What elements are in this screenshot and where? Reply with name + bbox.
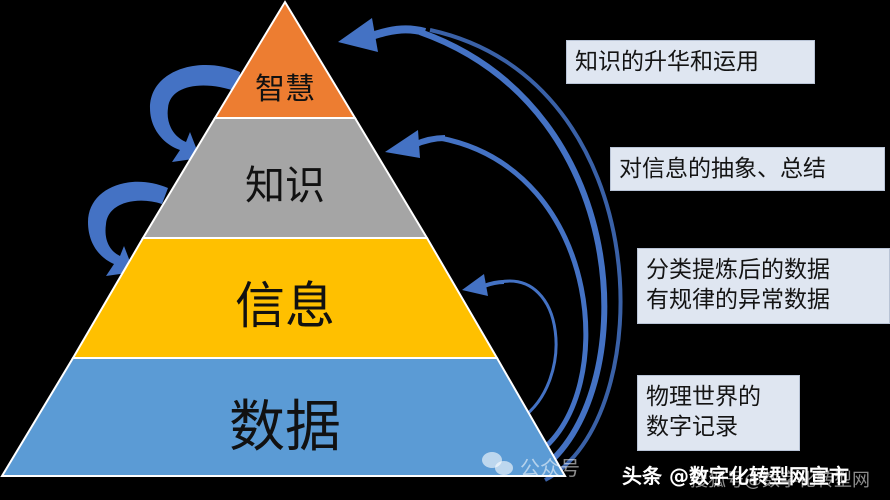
description-information: 分类提炼后的数据 有规律的异常数据 — [637, 248, 890, 324]
layer-label-information: 信息 — [235, 277, 335, 335]
layer-label-wisdom: 智慧 — [255, 72, 315, 107]
arc-to-knowledge — [439, 135, 589, 458]
layer-data — [0, 357, 567, 477]
feedback-arcs — [338, 18, 623, 482]
description-knowledge: 对信息的抽象、总结 — [610, 147, 885, 191]
wechat-icon — [482, 452, 513, 475]
watermark-toutiao: 头条 @数字化转型网宣市 — [622, 464, 849, 488]
pyramid — [0, 0, 567, 477]
arrowhead-information — [462, 274, 488, 296]
description-data: 物理世界的 数字记录 — [637, 375, 800, 451]
arrowhead-wisdom — [338, 18, 378, 52]
arrowhead-knowledge — [385, 130, 420, 158]
curved-arrow-knowledge-to-information — [88, 181, 168, 276]
left-arrows — [88, 65, 240, 276]
layer-label-data: 数据 — [229, 395, 341, 460]
watermark-sohu: 搜狐号@数字化转型网 — [690, 470, 870, 491]
arc-to-wisdom — [418, 29, 608, 473]
curved-arrow-wisdom-to-knowledge — [150, 65, 240, 162]
arc-to-information — [499, 279, 558, 420]
layer-label-knowledge: 知识 — [245, 163, 325, 209]
description-wisdom: 知识的升华和运用 — [566, 40, 815, 84]
watermark-wechat: 公众号 — [520, 456, 580, 480]
